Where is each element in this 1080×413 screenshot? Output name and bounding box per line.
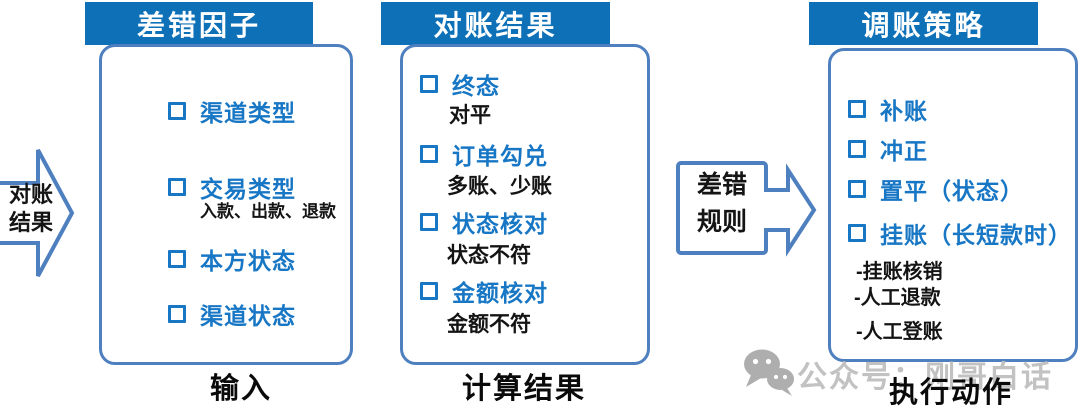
error-rule-label-line2: 规则 [696, 208, 747, 236]
trade-type-sub: 入款、出款、退款 [200, 202, 336, 221]
result-item-status-check: 状态核对 [420, 205, 548, 239]
factor-item-our-status: 本方状态 [168, 242, 296, 276]
order-match-sub: 多账、少账 [447, 175, 552, 198]
error-rule-connector-shape [676, 161, 817, 257]
factor-item-trade-type: 交易类型 [168, 170, 296, 204]
panel-error-factors [99, 44, 353, 365]
final-state-sub: 对平 [449, 104, 491, 127]
item-label: 金额核对 [452, 280, 548, 306]
checkbox-square-icon [848, 180, 866, 198]
strategy-note-writeoff: -挂账核销 [856, 261, 943, 283]
checkbox-square-icon [420, 282, 438, 300]
strategy-note-manual-booking: -人工登账 [856, 321, 943, 343]
item-label: 渠道类型 [200, 100, 296, 126]
panel-adjust-strategy [828, 48, 1078, 362]
checkbox-square-icon [420, 75, 438, 93]
banner-adjust-strategy-title: 调账策略 [861, 10, 986, 42]
strategy-item-supplement: 补账 [848, 92, 928, 126]
result-item-final-state: 终态 [420, 67, 500, 101]
banner-recon-result-title: 对账结果 [433, 10, 558, 42]
factor-item-channel-type: 渠道类型 [168, 94, 296, 128]
wechat-icon [744, 349, 794, 396]
footer-exec-action: 执行动作 [888, 377, 1013, 409]
result-item-amount-check: 金额核对 [420, 274, 548, 308]
banner-error-factors: 差错因子 [85, 2, 313, 45]
amount-check-sub: 金额不符 [447, 313, 531, 336]
factor-item-channel-status: 渠道状态 [168, 297, 296, 331]
banner-adjust-strategy: 调账策略 [809, 2, 1038, 45]
result-item-order-match: 订单勾兑 [420, 137, 548, 171]
item-label: 订单勾兑 [452, 143, 548, 169]
footer-input: 输入 [209, 373, 272, 405]
item-label: 挂账（长短款时） [880, 222, 1072, 248]
checkbox-square-icon [168, 250, 186, 268]
item-label: 置平（状态） [880, 178, 1024, 204]
item-label: 本方状态 [200, 248, 296, 274]
checkbox-square-icon [848, 224, 866, 242]
item-label: 渠道状态 [200, 303, 296, 329]
strategy-item-reverse: 冲正 [848, 132, 928, 166]
input-arrow-label-line2: 结果 [8, 210, 53, 235]
checkbox-square-icon [848, 100, 866, 118]
panel-recon-result [400, 44, 650, 365]
input-arrow-label-line1: 对账 [8, 182, 53, 207]
checkbox-square-icon [168, 178, 186, 196]
item-label: 终态 [452, 73, 500, 99]
item-label: 状态核对 [452, 211, 548, 237]
checkbox-square-icon [168, 102, 186, 120]
strategy-item-suspense: 挂账（长短款时） [848, 216, 1072, 250]
strategy-item-level-status: 置平（状态） [848, 172, 1024, 206]
item-label: 冲正 [880, 138, 928, 164]
banner-recon-result: 对账结果 [381, 2, 610, 45]
banner-error-factors-title: 差错因子 [136, 10, 261, 42]
checkbox-square-icon [848, 140, 866, 158]
checkbox-square-icon [420, 145, 438, 163]
strategy-note-manual-refund: -人工退款 [854, 287, 941, 309]
error-rule-label-line1: 差错 [696, 171, 747, 199]
input-arrow-shape [0, 149, 75, 277]
item-label: 交易类型 [200, 176, 296, 202]
item-label: 补账 [880, 98, 928, 124]
checkbox-square-icon [168, 305, 186, 323]
watermark-text: 公众号：刚哥白话 [797, 361, 1053, 394]
input-arrow-label: 对账 结果 [2, 181, 60, 237]
status-check-sub: 状态不符 [447, 244, 531, 267]
error-rule-label: 差错 规则 [680, 167, 764, 241]
checkbox-square-icon [420, 213, 438, 231]
footer-calc-result: 计算结果 [461, 373, 586, 405]
